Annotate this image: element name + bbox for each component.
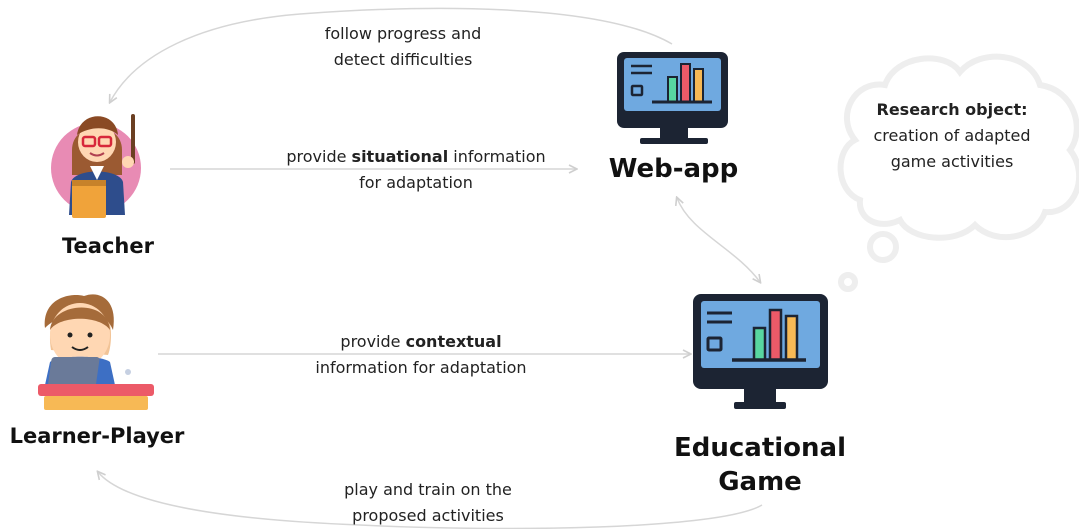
play-train-label: play and train on the proposed activitie… <box>308 477 548 529</box>
webapp-monitor-icon <box>617 52 728 144</box>
situational-line2: for adaptation <box>359 173 473 192</box>
arrow-follow-progress <box>110 7 673 102</box>
situational-pre: provide <box>286 147 352 166</box>
teacher-label: Teacher <box>62 234 154 258</box>
webapp-label: Web-app <box>608 154 739 184</box>
contextual-line1: provide contextual <box>271 329 571 355</box>
situational-line1: provide situational information <box>256 144 576 170</box>
research-object-heading: Research object: <box>876 100 1028 119</box>
play-train-line2: proposed activities <box>352 506 504 525</box>
follow-progress-line2: detect difficulties <box>333 50 473 69</box>
arrow-webapp-game <box>677 198 760 282</box>
follow-progress-label: follow progress and detect difficulties <box>288 21 518 73</box>
contextual-line2: information for adaptation <box>315 358 527 377</box>
follow-progress-line1: follow progress and <box>324 24 482 43</box>
thought-cloud <box>837 53 1079 292</box>
contextual-label: provide contextual information for adapt… <box>271 329 571 381</box>
game-label-line1: Educational <box>673 433 846 463</box>
contextual-bold: contextual <box>405 332 502 351</box>
learner-icon <box>38 294 154 410</box>
play-train-line1: play and train on the <box>344 480 512 499</box>
game-label: Educational Game <box>660 431 860 499</box>
game-label-line2: Game <box>718 467 802 497</box>
research-object-text: Research object: creation of adapted gam… <box>862 97 1042 175</box>
game-monitor-icon <box>693 294 828 409</box>
arrow-play-train <box>98 472 763 529</box>
research-object-line1: creation of adapted <box>873 126 1031 145</box>
research-object-line2: game activities <box>890 152 1014 171</box>
contextual-pre: provide <box>340 332 406 351</box>
teacher-icon <box>51 114 141 218</box>
situational-bold: situational <box>351 147 449 166</box>
situational-post: information <box>448 147 546 166</box>
learner-label: Learner-Player <box>9 424 185 448</box>
situational-label: provide situational information for adap… <box>256 144 576 196</box>
